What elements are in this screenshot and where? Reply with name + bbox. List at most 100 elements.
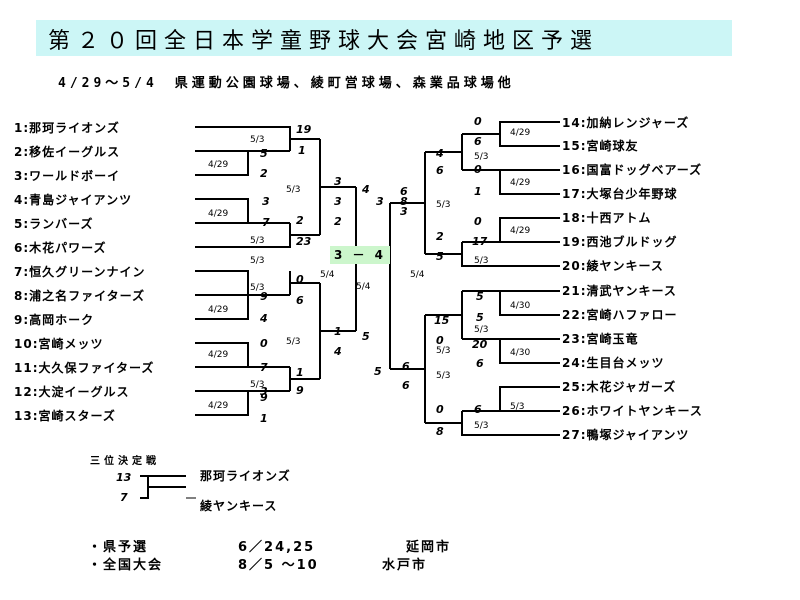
match-date: 5/4 <box>356 282 371 292</box>
score: 4 <box>436 147 444 160</box>
score: 2 <box>334 215 342 228</box>
score: 6 <box>402 360 410 373</box>
match-date: 5/3 <box>436 200 451 210</box>
score: 0 <box>436 334 444 347</box>
match-date: 5/3 <box>474 152 489 162</box>
team-left-4: 4:青島ジャイアンツ <box>14 193 133 207</box>
score: 0 <box>296 273 304 286</box>
footer-label: ・県予選 <box>88 540 149 555</box>
score: 0 <box>474 163 482 176</box>
third-place-score-b: 7 <box>120 491 128 504</box>
score: 7 <box>262 216 270 229</box>
score: 23 <box>296 235 312 248</box>
third-place-team-b: 綾ヤンキース <box>200 499 278 513</box>
match-date: 4/30 <box>510 301 531 311</box>
match-date: 5/3 <box>250 236 265 246</box>
team-left-9: 9:高岡ホーク <box>14 313 95 327</box>
team-right-25: 25:木花ジャガーズ <box>562 380 677 394</box>
match-date: 5/4 <box>320 270 335 280</box>
score: 0 <box>260 337 268 350</box>
score: 3 <box>400 205 408 218</box>
match-date: 4/29 <box>208 350 229 360</box>
team-left-3: 3:ワールドボーイ <box>14 169 121 183</box>
team-left-12: 12:大淀イーグルス <box>14 385 130 399</box>
match-date: 5/3 <box>510 402 525 412</box>
score: 2 <box>296 214 304 227</box>
score: 5 <box>476 290 484 303</box>
team-right-15: 15:宮崎球友 <box>562 139 639 153</box>
match-date: 4/29 <box>208 209 229 219</box>
score: 5 <box>476 311 484 324</box>
score: 3 <box>334 195 342 208</box>
score: 3 <box>376 195 384 208</box>
third-place-label: 三位決定戦 <box>90 456 160 467</box>
match-date: 5/3 <box>436 346 451 356</box>
score: 17 <box>472 235 488 248</box>
match-date: 4/29 <box>208 401 229 411</box>
match-date: 5/4 <box>410 270 425 280</box>
score: 6 <box>474 403 482 416</box>
match-date: 5/3 <box>250 283 265 293</box>
team-right-23: 23:宮崎玉竜 <box>562 332 639 346</box>
score: 9 <box>260 391 268 404</box>
match-date: 4/29 <box>208 160 229 170</box>
match-date: 5/3 <box>250 135 265 145</box>
team-left-8: 8:浦之名ファイターズ <box>14 289 146 303</box>
match-date: 5/3 <box>474 325 489 335</box>
match-date: 4/29 <box>510 226 531 236</box>
score: 6 <box>474 135 482 148</box>
score: 9 <box>296 384 304 397</box>
team-left-11: 11:大久保ファイターズ <box>14 361 155 375</box>
score: 8 <box>400 195 408 208</box>
score: 1 <box>296 366 304 379</box>
score: 6 <box>476 357 484 370</box>
team-right-20: 20:綾ヤンキース <box>562 259 664 273</box>
team-left-13: 13:宮崎スターズ <box>14 409 116 423</box>
final-score-box: 3 － 4 <box>330 246 390 264</box>
team-left-6: 6:木花パワーズ <box>14 241 107 255</box>
score: 1 <box>260 412 268 425</box>
score: 0 <box>436 403 444 416</box>
score: 20 <box>472 338 488 351</box>
score: 19 <box>296 123 312 136</box>
match-date: 4/30 <box>510 348 531 358</box>
score: 5 <box>260 147 268 160</box>
match-date: 5/3 <box>286 185 301 195</box>
score: 0 <box>474 115 482 128</box>
team-left-5: 5:ランバーズ <box>14 217 94 231</box>
score: 4 <box>260 312 268 325</box>
team-right-17: 17:大塚台少年野球 <box>562 187 678 201</box>
third-place-team-a: 那珂ライオンズ <box>200 469 291 483</box>
page-title: 第２０回全日本学童野球大会宮崎地区予選 <box>48 29 600 54</box>
score: 2 <box>436 230 444 243</box>
team-right-14: 14:加納レンジャーズ <box>562 116 690 130</box>
team-right-19: 19:西池ブルドッグ <box>562 235 678 249</box>
match-date: 5/3 <box>474 421 489 431</box>
score: 6 <box>400 185 408 198</box>
team-right-18: 18:十西アトム <box>562 211 652 225</box>
footer-dates: 8／5 ～10 <box>238 558 319 573</box>
score: 6 <box>436 164 444 177</box>
match-date: 5/3 <box>250 256 265 266</box>
team-left-7: 7:恒久グリーンナイン <box>14 265 146 279</box>
score: 6 <box>296 294 304 307</box>
team-left-2: 2:移佐イーグルス <box>14 145 121 159</box>
score: 4 <box>362 183 370 196</box>
footer-place: 延岡市 <box>406 540 452 555</box>
score: 5 <box>374 365 382 378</box>
match-date: 5/3 <box>286 337 301 347</box>
title-bar: 第２０回全日本学童野球大会宮崎地区予選 <box>36 20 732 56</box>
match-date: 5/3 <box>250 380 265 390</box>
score: 15 <box>434 314 450 327</box>
score: 4 <box>334 345 342 358</box>
score: 7 <box>260 361 268 374</box>
match-date: 4/29 <box>208 305 229 315</box>
subtitle: 4/29～5/4 県運動公園球場、綾町営球場、森業品球場他 <box>58 76 515 91</box>
score: 3 <box>260 385 268 398</box>
score: 2 <box>260 167 268 180</box>
match-date: 4/29 <box>510 128 531 138</box>
team-right-16: 16:国富ドッグベアーズ <box>562 163 703 177</box>
team-left-10: 10:宮崎メッツ <box>14 337 104 351</box>
team-right-24: 24:生目台メッツ <box>562 356 665 370</box>
